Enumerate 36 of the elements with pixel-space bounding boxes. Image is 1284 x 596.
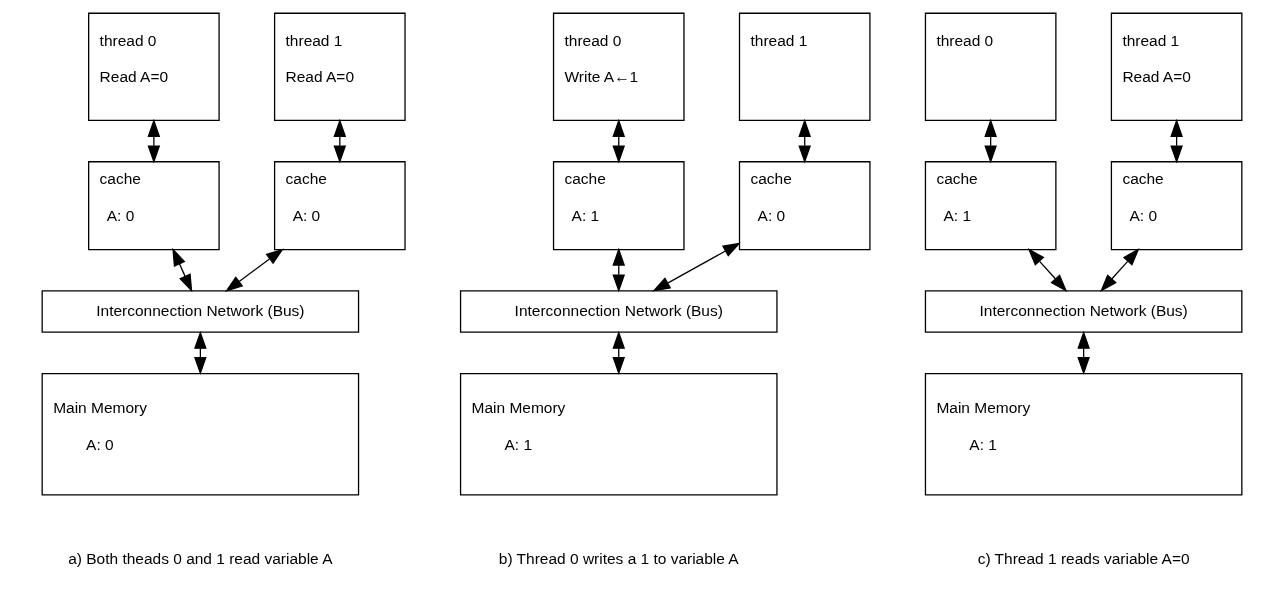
- arrow: [1100, 248, 1140, 293]
- node-box: Main Memory A: 1: [924, 372, 1243, 496]
- arrow: [194, 330, 207, 376]
- arrow: [224, 248, 284, 293]
- arrow: [612, 247, 626, 293]
- node-box: cache A: 0: [273, 161, 406, 251]
- arrow: [147, 118, 161, 164]
- node-box: cache A: 0: [1110, 161, 1243, 251]
- arrow: [172, 247, 193, 293]
- label: a) Both theads 0 and 1 read variable A: [68, 549, 333, 567]
- node-box: Interconnection Network (Bus): [41, 290, 360, 333]
- node-box: Main Memory A: 0: [41, 372, 360, 496]
- node-box: thread 1 Read A=0: [273, 12, 406, 122]
- node-box: thread 0: [924, 12, 1057, 122]
- node-box: cache A: 1: [924, 161, 1057, 251]
- node-box: cache A: 1: [552, 161, 685, 251]
- node-box: Interconnection Network (Bus): [924, 290, 1243, 333]
- node-box: thread 1 Read A=0: [1110, 12, 1243, 122]
- arrow: [984, 118, 997, 164]
- arrow: [612, 330, 626, 376]
- arrow: [1027, 248, 1068, 293]
- arrow: [1170, 118, 1183, 164]
- arrow: [612, 118, 626, 164]
- arrow: [1077, 330, 1090, 376]
- node-box: cache A: 0: [738, 161, 871, 251]
- label: c) Thread 1 reads variable A=0: [977, 549, 1190, 567]
- node-box: cache A: 0: [88, 161, 220, 251]
- node-box: Main Memory A: 1: [459, 372, 778, 496]
- node-box: thread 0 Read A=0: [88, 12, 220, 122]
- arrow: [333, 118, 347, 164]
- arrow: [652, 242, 741, 292]
- node-box: thread 0 Write A←1: [552, 12, 685, 122]
- label: b) Thread 0 writes a 1 to variable A: [498, 549, 739, 567]
- arrow: [798, 118, 812, 164]
- node-box: Interconnection Network (Bus): [459, 290, 778, 333]
- node-box: thread 1: [738, 12, 871, 122]
